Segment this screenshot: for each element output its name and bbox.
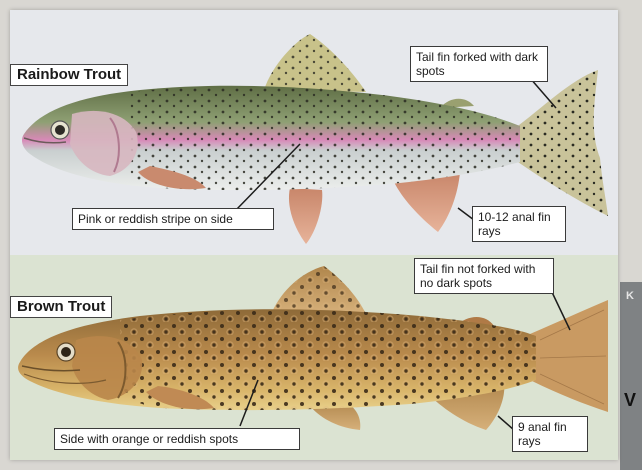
- rainbow-trout-title: Rainbow Trout: [10, 64, 128, 86]
- brown-tail-callout: Tail fin not forked with no dark spots: [414, 258, 554, 294]
- rainbow-pelvic-fin: [289, 188, 322, 244]
- rainbow-tail-callout: Tail fin forked with dark spots: [410, 46, 548, 82]
- trout-identification-panel: Rainbow Trout Brown Trout Tail fin forke…: [10, 10, 618, 460]
- brown-side-callout: Side with orange or reddish spots: [54, 428, 300, 450]
- rainbow-tail-leader: [530, 78, 556, 108]
- adjacent-sign-letter: K: [626, 290, 634, 302]
- brown-trout-title: Brown Trout: [10, 296, 112, 318]
- rainbow-anal-callout: 10-12 anal fin rays: [472, 206, 566, 242]
- adjacent-sign-edge: K V: [620, 282, 642, 470]
- adjacent-sign-partial-letter: V: [624, 390, 636, 411]
- rainbow-stripe-callout: Pink or reddish stripe on side: [72, 208, 274, 230]
- brown-anal-callout: 9 anal fin rays: [512, 416, 588, 452]
